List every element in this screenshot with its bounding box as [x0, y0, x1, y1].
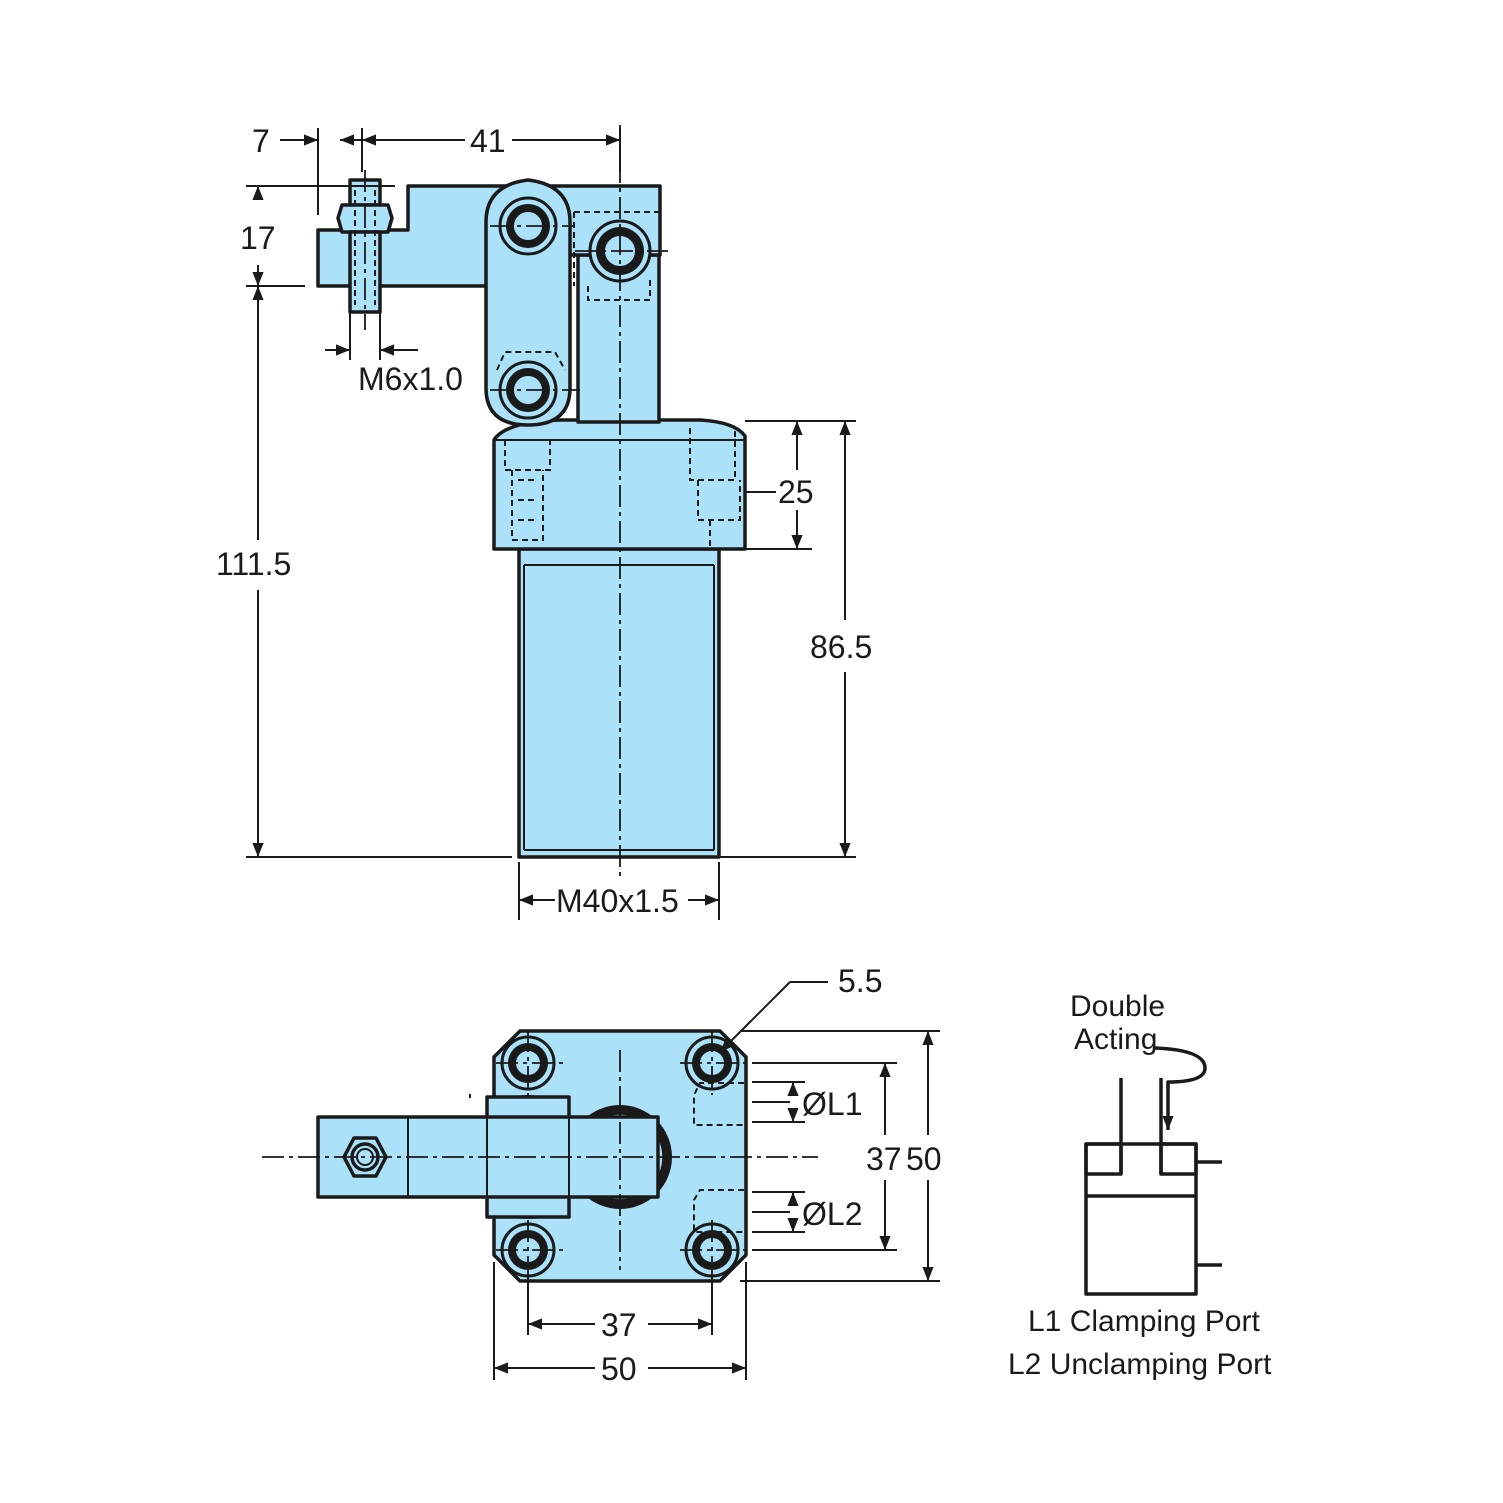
flange-block	[492, 418, 747, 551]
dim-arm-offset: 7	[252, 123, 270, 159]
dim-body-height: 86.5	[810, 629, 872, 665]
pillar	[576, 253, 661, 424]
double-acting-schematic: Double Acting L1 Clamping Port L2 Unclam…	[1008, 990, 1272, 1381]
schematic-cylinder	[1084, 1142, 1198, 1296]
top-view	[262, 1029, 818, 1285]
dim-hole-pitch-horizontal: 37	[601, 1307, 637, 1343]
legend-l2: L2 Unclamping Port	[1008, 1348, 1272, 1381]
dim-thread-top: M6x1.0	[358, 361, 463, 397]
port-l1-hidden	[693, 1082, 744, 1126]
schematic-title-line2: Acting	[1074, 1023, 1157, 1056]
dim-port-l2: ØL2	[802, 1196, 862, 1232]
dim-port-l1: ØL1	[802, 1086, 862, 1122]
top-dimensions: 5.5 ØL1 ØL2 37 50 37	[493, 963, 942, 1387]
port-l2-hidden	[693, 1189, 744, 1233]
dim-arm-height: 17	[240, 220, 276, 256]
dim-flange-height: 25	[778, 474, 814, 510]
dim-overall-height: 111.5	[216, 546, 291, 582]
dim-flange-width-horizontal: 50	[601, 1351, 637, 1387]
dim-arm-length: 41	[470, 123, 506, 159]
dim-flange-width-vertical: 50	[906, 1141, 942, 1177]
schematic-title-line1: Double	[1070, 990, 1165, 1023]
dim-body-thread: M40x1.5	[556, 883, 679, 919]
front-dimensions: 7 41 17 111.5 M6x1.0 25 86.5	[216, 123, 872, 920]
dim-hole-pitch-vertical: 37	[866, 1141, 902, 1177]
front-view	[316, 125, 747, 880]
legend-l1: L1 Clamping Port	[1028, 1305, 1260, 1338]
cylinder-body	[517, 547, 721, 859]
dim-hole-diameter: 5.5	[838, 963, 882, 999]
